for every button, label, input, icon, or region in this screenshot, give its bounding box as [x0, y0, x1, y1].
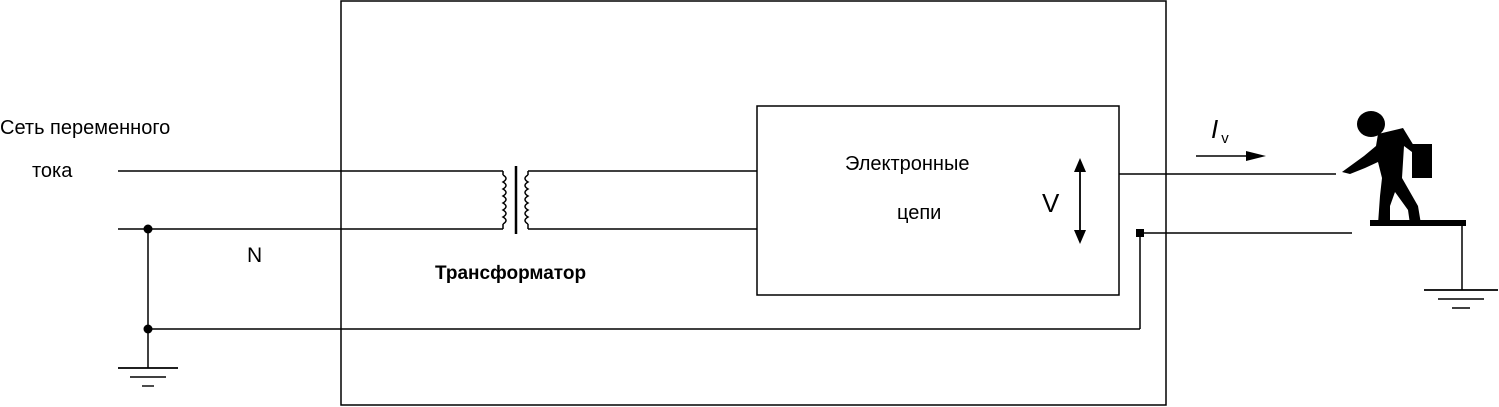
electronic-circuits-block	[756, 105, 1120, 296]
voltage-label: V	[1042, 188, 1060, 218]
junction-neutral	[143, 224, 153, 234]
transformer-secondary-coil	[524, 171, 530, 229]
voltage-arrow-icon	[1074, 158, 1086, 244]
current-arrow-icon	[1196, 151, 1266, 161]
neutral-label: N	[247, 244, 262, 267]
circuits-label-line1: Электронные	[845, 153, 969, 175]
person-touching-figure-icon	[1342, 111, 1466, 226]
mains-label-line1: Сеть переменного	[0, 117, 170, 139]
circuits-label-line2: цепи	[897, 202, 941, 224]
equipment-enclosure	[340, 0, 1167, 406]
junction-earth	[143, 324, 153, 334]
current-symbol: I	[1211, 114, 1218, 144]
ground-symbol-left-icon	[118, 367, 178, 387]
mains-label-line2: тока	[32, 160, 73, 182]
current-subscript: v	[1221, 130, 1229, 147]
transformer-primary-coil	[501, 171, 507, 229]
transformer-label: Трансформатор	[435, 263, 586, 284]
ground-symbol-right-icon	[1424, 289, 1498, 309]
